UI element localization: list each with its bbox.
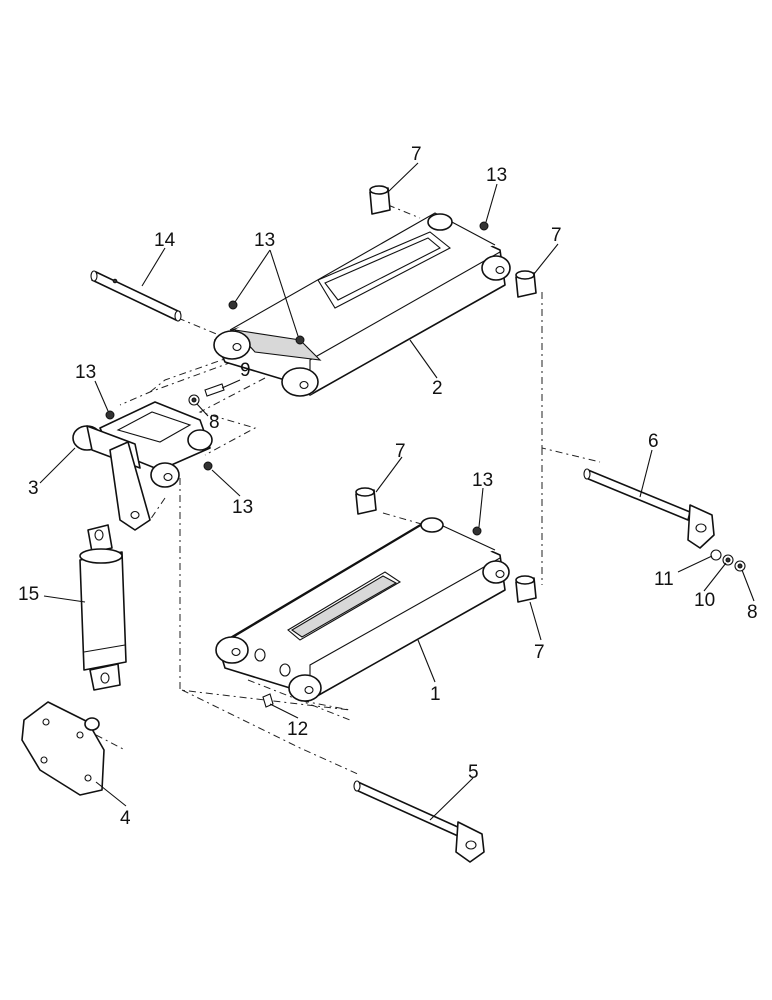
callout-1: 1 [430,684,441,705]
plate-part-4 [21,701,105,796]
callout-7-middle: 7 [395,441,406,462]
callout-5: 5 [468,762,479,783]
callout-labels: 7 13 13 14 7 2 13 9 8 3 13 7 13 6 15 7 1… [18,144,758,829]
callout-15: 15 [18,584,39,605]
callout-13-lower-arm: 13 [472,470,493,491]
lower-arm-part-1 [215,517,510,702]
callout-11: 11 [654,569,674,590]
callout-7-right-upper: 7 [551,225,562,246]
callout-13-upper-arm: 13 [254,230,275,251]
upper-arm-part-2 [213,212,511,397]
callout-2: 2 [432,378,443,399]
callout-12: 12 [287,719,308,740]
leader-lines [39,162,755,821]
callout-13-bracket: 13 [75,362,96,383]
callout-7-right-lower: 7 [534,642,545,663]
pin-part-14 [90,270,182,322]
callout-8-right: 8 [747,602,758,623]
callout-4: 4 [120,808,131,829]
assembly-lines [95,204,601,776]
bushings-part-7 [355,185,537,603]
callout-3: 3 [28,478,39,499]
pin-part-6 [583,468,715,549]
callout-13-lower-left: 13 [232,497,253,518]
callout-8-left: 8 [209,412,220,433]
callout-6: 6 [648,431,659,452]
small-hardware [105,221,746,708]
callout-14: 14 [154,230,176,251]
pin-part-5 [353,780,485,863]
hydraulic-cylinder-part-15 [79,524,127,691]
callout-10: 10 [694,590,715,611]
callout-9: 9 [240,360,251,381]
callout-7-top: 7 [411,144,422,165]
callout-13-top-right: 13 [486,165,507,186]
bracket-part-3 [72,401,213,531]
